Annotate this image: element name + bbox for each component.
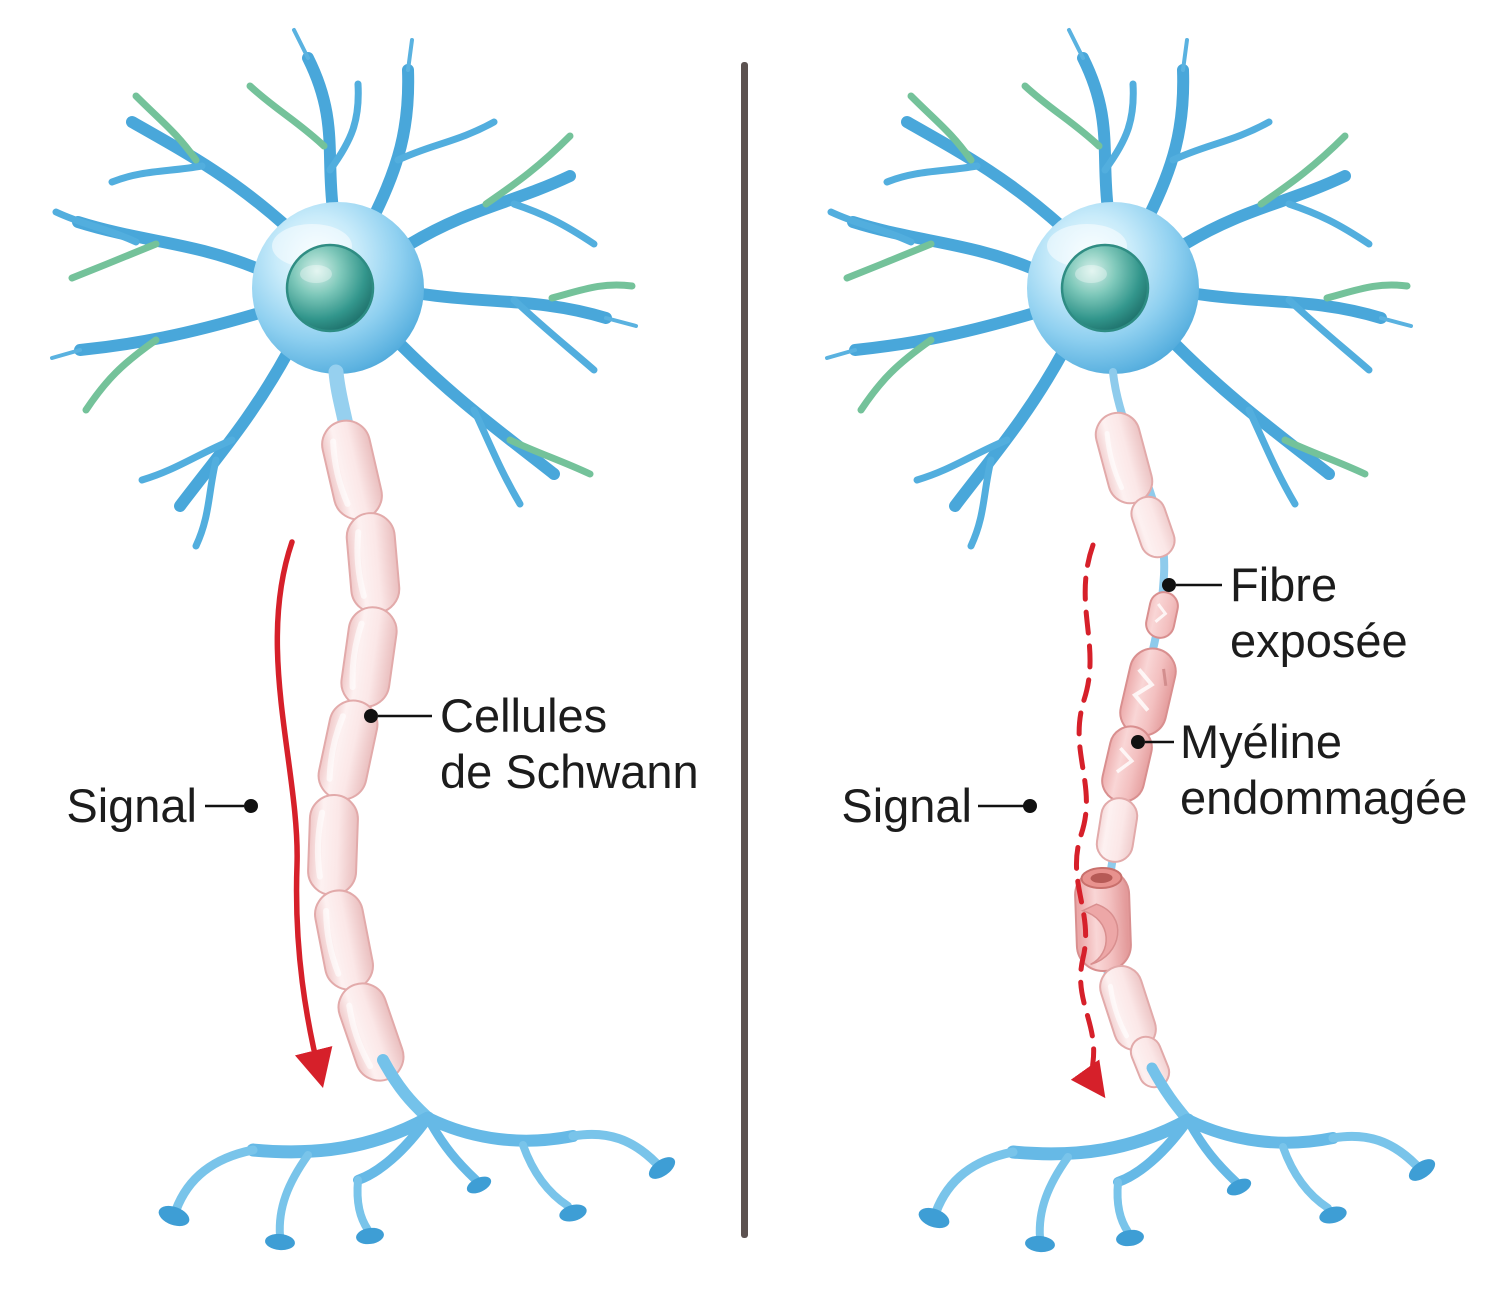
axon-terminals — [916, 1120, 1439, 1253]
pointer-dot — [1131, 735, 1145, 749]
exposed-fiber-callout: Fibre exposée — [1162, 558, 1408, 667]
damaged-neuron-panel: Signal Fibre exposée Myéline endommagée — [827, 30, 1467, 1253]
signal-callout-right: Signal — [841, 779, 1037, 832]
pointer-dot — [1023, 799, 1037, 813]
schwann-label-line2: de Schwann — [440, 745, 699, 798]
myelin-sheath-intact — [307, 419, 405, 1082]
schwann-cell-segment — [314, 889, 374, 991]
myelin-segment-pale — [1099, 965, 1157, 1051]
axon-end-segment — [1146, 1062, 1192, 1124]
schwann-label-line1: Cellules — [440, 689, 607, 742]
signal-arrow-solid — [274, 539, 333, 1089]
signal-arrow-dashed — [1070, 542, 1106, 1099]
schwann-cell-segment — [307, 794, 359, 896]
panel-divider — [741, 62, 748, 1238]
damaged-myelin-callout: Myéline endommagée — [1131, 715, 1467, 824]
signal-callout-left: Signal — [66, 779, 258, 832]
schwann-cell-segment — [337, 982, 405, 1082]
pointer-dot — [364, 709, 378, 723]
torn-myelin-segment — [1074, 867, 1132, 973]
exposed-fiber-label-line1: Fibre — [1230, 558, 1337, 611]
damaged-myelin-label-line2: endommagée — [1180, 771, 1467, 824]
myelin-segment-small — [1130, 495, 1176, 559]
myelin-remnant — [1145, 591, 1179, 639]
schwann-cell-segment — [317, 699, 379, 801]
myelin-segment-pale — [1095, 797, 1139, 863]
exposed-fiber-label-line2: exposée — [1230, 614, 1408, 667]
myelin-sheath-damaged — [1074, 411, 1179, 1089]
pointer-dot — [244, 799, 258, 813]
damaged-myelin-label-line1: Myéline — [1180, 715, 1342, 768]
pointer-dot — [1162, 578, 1176, 592]
axon-terminals — [156, 1118, 679, 1251]
damaged-myelin-segment — [1119, 647, 1177, 737]
axon-end-segment — [377, 1054, 432, 1122]
signal-label-right: Signal — [841, 779, 972, 832]
myelin-segment-pale — [1094, 411, 1154, 505]
signal-label-left: Signal — [66, 779, 197, 832]
damaged-myelin-segment — [1101, 725, 1153, 803]
schwann-cell-segment — [321, 419, 383, 521]
schwann-cell-segment — [340, 606, 398, 708]
schwann-cell-segment — [345, 512, 401, 614]
schwann-callout: Cellules de Schwann — [364, 689, 699, 798]
healthy-neuron-panel: Signal Cellules de Schwann — [52, 30, 699, 1251]
